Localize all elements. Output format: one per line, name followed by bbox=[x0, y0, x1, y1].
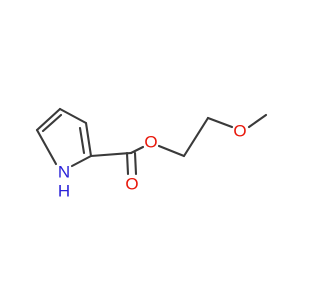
bond-ch2-oether bbox=[206, 116, 234, 129]
atom-nh-hydrogen-label: H bbox=[58, 182, 70, 201]
bond-carbonyl-o bbox=[125, 151, 130, 176]
bond-c5-c2-double bbox=[78, 126, 86, 155]
bond-n1-c3 bbox=[35, 128, 58, 166]
bond-oester-ch2 bbox=[157, 144, 186, 158]
bond-ch2-ch2 bbox=[182, 116, 210, 158]
atom-n-label: N bbox=[58, 163, 70, 182]
molecule-structure: N H O O O bbox=[35, 107, 268, 201]
atom-o-ether-label: O bbox=[233, 122, 246, 141]
bond-c3-c4-double bbox=[41, 113, 63, 133]
bond-carbonyl-o-double bbox=[133, 151, 138, 176]
atom-labels: N H O O O bbox=[58, 122, 247, 201]
bond-c2-n1 bbox=[70, 154, 93, 168]
bond-c4-c5 bbox=[58, 107, 88, 125]
bond-c2-ccarbonyl bbox=[89, 151, 133, 158]
atom-o-carbonyl-label: O bbox=[125, 175, 138, 194]
bond-ccarbonyl-oester bbox=[129, 145, 145, 155]
ester-chain bbox=[89, 113, 268, 176]
atom-o-ester-label: O bbox=[144, 133, 157, 152]
bond-c5-c2 bbox=[84, 121, 93, 158]
bond-oether-ch3 bbox=[247, 113, 268, 129]
bond-c3-c4 bbox=[35, 107, 62, 132]
pyrrole-ring bbox=[35, 107, 93, 168]
